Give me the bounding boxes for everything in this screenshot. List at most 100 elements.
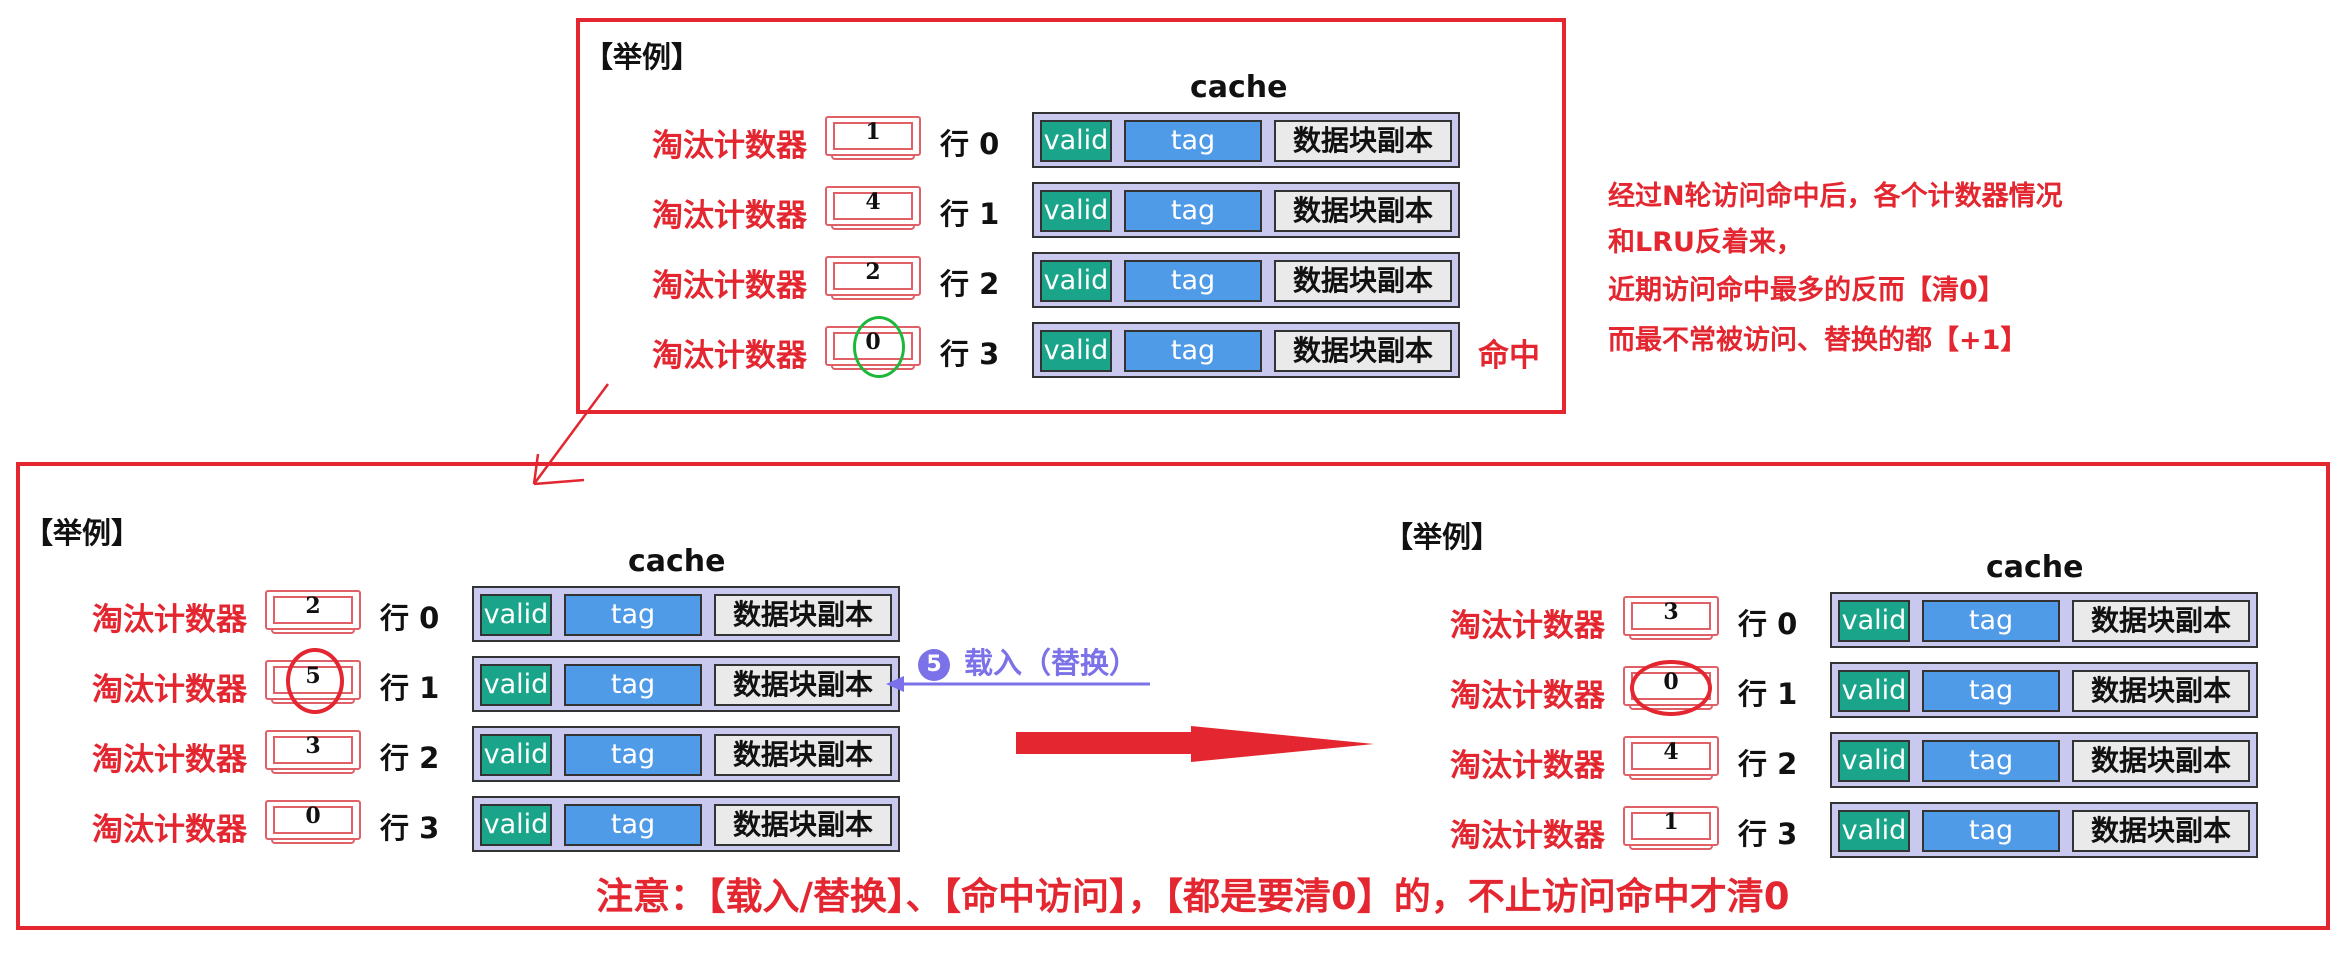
cache-line: valid tag 数据块副本	[1032, 182, 1460, 238]
transition-arrow	[1016, 726, 1374, 762]
counter-icon: 3	[265, 730, 361, 774]
counter-label: 淘汰计数器	[652, 338, 807, 374]
line-label: 行 3	[1738, 817, 1798, 851]
counter-value: 1	[865, 119, 881, 145]
tag-field: tag	[564, 594, 702, 636]
counter-value: 3	[305, 733, 321, 759]
hit-label: 命中	[1478, 338, 1540, 374]
cache-line: valid tag 数据块副本	[1032, 252, 1460, 308]
line-label: 行 2	[380, 741, 440, 775]
data-block-field: 数据块副本	[1274, 330, 1452, 372]
data-block-field: 数据块副本	[2072, 740, 2250, 782]
counter-label: 淘汰计数器	[1450, 608, 1605, 644]
bottom-panel	[16, 462, 2330, 930]
cache-line: valid tag 数据块副本	[1830, 662, 2258, 718]
step-text: 载入（替换）	[964, 646, 1139, 680]
line-label: 行 3	[380, 811, 440, 845]
tag-field: tag	[1922, 670, 2060, 712]
top-example-panel	[576, 18, 1566, 414]
right-note-line-3: 近期访问命中最多的反而【清0】	[1608, 275, 2005, 306]
data-block-field: 数据块副本	[1274, 260, 1452, 302]
bottom-note: 注意：【载入/替换】、【命中访问】，【都是要清0】的，不止访问命中才清0	[596, 875, 1790, 918]
counter-value: 4	[1663, 739, 1679, 765]
line-label: 行 1	[1738, 677, 1798, 711]
tag-field: tag	[564, 734, 702, 776]
hit-highlight-circle	[853, 316, 905, 378]
counter-label: 淘汰计数器	[92, 672, 247, 708]
counter-value: 2	[305, 593, 321, 619]
right-note-line-1: 经过N轮访问命中后，各个计数器情况	[1608, 181, 2063, 212]
tag-field: tag	[1922, 600, 2060, 642]
counter-label: 淘汰计数器	[652, 198, 807, 234]
right-note-line-2: 和LRU反着来，	[1608, 227, 1803, 258]
cache-line: valid tag 数据块副本	[472, 586, 900, 642]
cache-line: valid tag 数据块副本	[1830, 592, 2258, 648]
tag-field: tag	[1124, 190, 1262, 232]
right-note-line-4: 而最不常被访问、替换的都【+1】	[1608, 325, 2028, 356]
valid-field: valid	[1040, 260, 1112, 302]
line-label: 行 0	[1738, 607, 1798, 641]
tag-field: tag	[1124, 330, 1262, 372]
valid-field: valid	[1040, 120, 1112, 162]
step-badge: 5	[918, 649, 950, 681]
data-block-field: 数据块副本	[1274, 190, 1452, 232]
cache-line: valid tag 数据块副本	[1032, 322, 1460, 378]
counter-label: 淘汰计数器	[92, 742, 247, 778]
valid-field: valid	[1040, 190, 1112, 232]
top-example-title: 【举例】	[584, 40, 701, 74]
counter-value: 4	[865, 189, 881, 215]
counter-icon: 2	[265, 590, 361, 634]
cache-line: valid tag 数据块副本	[1032, 112, 1460, 168]
right-cache-title: cache	[1986, 550, 2084, 585]
data-block-field: 数据块副本	[714, 734, 892, 776]
tag-field: tag	[1922, 740, 2060, 782]
valid-field: valid	[1838, 600, 1910, 642]
cache-line: valid tag 数据块副本	[1830, 802, 2258, 858]
line-label: 行 0	[940, 127, 1000, 161]
valid-field: valid	[1838, 740, 1910, 782]
counter-icon: 2	[825, 256, 921, 300]
counter-icon: 4	[1623, 736, 1719, 780]
data-block-field: 数据块副本	[1274, 120, 1452, 162]
counter-value: 0	[305, 803, 321, 829]
left-highlight-circle	[286, 648, 344, 714]
line-label: 行 2	[940, 267, 1000, 301]
counter-value: 2	[865, 259, 881, 285]
step-label: 5 载入（替换）	[918, 640, 1138, 682]
line-label: 行 1	[940, 197, 1000, 231]
counter-icon: 4	[825, 186, 921, 230]
valid-field: valid	[480, 804, 552, 846]
left-cache-title: cache	[628, 544, 726, 579]
counter-value: 3	[1663, 599, 1679, 625]
counter-label: 淘汰计数器	[1450, 748, 1605, 784]
data-block-field: 数据块副本	[714, 804, 892, 846]
data-block-field: 数据块副本	[2072, 810, 2250, 852]
data-block-field: 数据块副本	[714, 664, 892, 706]
top-cache-title: cache	[1190, 70, 1288, 105]
left-example-title: 【举例】	[24, 516, 141, 550]
counter-label: 淘汰计数器	[1450, 818, 1605, 854]
right-example-title: 【举例】	[1384, 520, 1501, 554]
data-block-field: 数据块副本	[714, 594, 892, 636]
valid-field: valid	[480, 734, 552, 776]
counter-icon: 1	[1623, 806, 1719, 850]
counter-icon: 0	[265, 800, 361, 844]
line-label: 行 1	[380, 671, 440, 705]
counter-value: 1	[1663, 809, 1679, 835]
valid-field: valid	[1040, 330, 1112, 372]
tag-field: tag	[1922, 810, 2060, 852]
valid-field: valid	[480, 664, 552, 706]
data-block-field: 数据块副本	[2072, 600, 2250, 642]
counter-label: 淘汰计数器	[652, 268, 807, 304]
cache-line: valid tag 数据块副本	[472, 656, 900, 712]
cache-line: valid tag 数据块副本	[1830, 732, 2258, 788]
right-highlight-circle	[1630, 660, 1712, 716]
load-arrow	[886, 676, 1150, 692]
line-label: 行 3	[940, 337, 1000, 371]
valid-field: valid	[480, 594, 552, 636]
cache-line: valid tag 数据块副本	[472, 796, 900, 852]
counter-icon: 3	[1623, 596, 1719, 640]
tag-field: tag	[1124, 120, 1262, 162]
tag-field: tag	[564, 664, 702, 706]
valid-field: valid	[1838, 810, 1910, 852]
